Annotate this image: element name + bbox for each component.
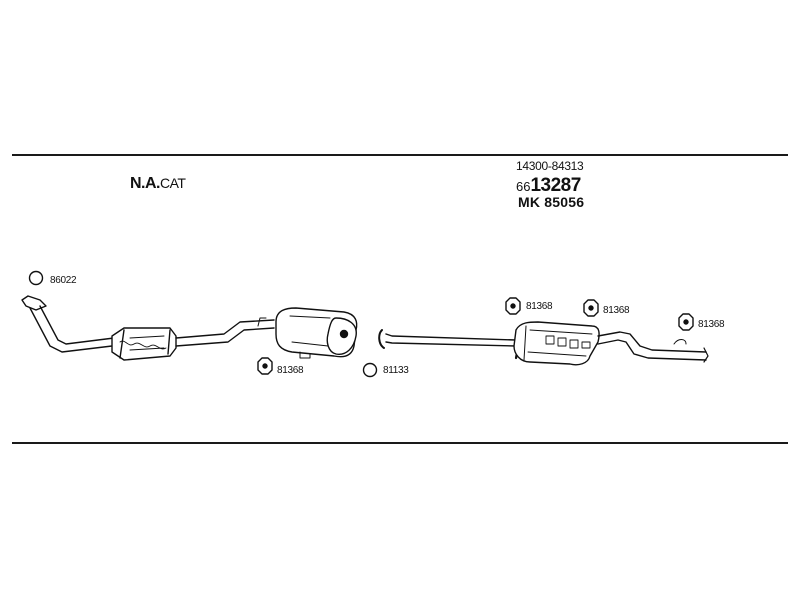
center-silencer <box>275 307 358 359</box>
mk-prefix: MK <box>518 194 541 210</box>
callout-mid-hanger: 81368 <box>277 365 304 376</box>
rubber-hanger-icon <box>257 357 273 375</box>
callout-rear-hanger-1: 81368 <box>526 301 553 312</box>
top-divider <box>12 154 788 156</box>
variant-bold: N.A. <box>130 175 161 192</box>
oem-number: 14300-84313 <box>516 159 584 173</box>
part-number: 6613287 <box>516 176 581 195</box>
rubber-hanger-icon <box>678 313 694 331</box>
callout-tail-hanger: 81368 <box>698 319 725 330</box>
variant-label: N.A.CAT <box>130 175 186 192</box>
variant-suffix: CAT <box>160 175 186 191</box>
rubber-hanger-icon <box>505 297 521 315</box>
rear-silencer <box>513 321 600 366</box>
mk-number: MK 85056 <box>518 195 584 209</box>
clamp-ring-icon <box>28 270 44 286</box>
bottom-divider <box>12 442 788 444</box>
callout-rear-hanger-2: 81368 <box>603 305 630 316</box>
part-number-main: 13287 <box>530 175 581 196</box>
rear-pipe <box>385 333 522 360</box>
callout-front-clamp: 86022 <box>50 275 77 286</box>
tail-pipe <box>597 331 709 363</box>
front-pipe <box>21 295 115 353</box>
mk-number-main: 85056 <box>544 194 585 210</box>
gasket-ring-icon <box>362 362 378 378</box>
catalytic-converter <box>111 327 177 361</box>
gasket-ring <box>378 329 385 349</box>
intermediate-pipe <box>175 317 275 347</box>
part-prefix: 66 <box>516 179 531 194</box>
callout-gasket: 81133 <box>383 365 409 376</box>
rubber-hanger-icon <box>583 299 599 317</box>
